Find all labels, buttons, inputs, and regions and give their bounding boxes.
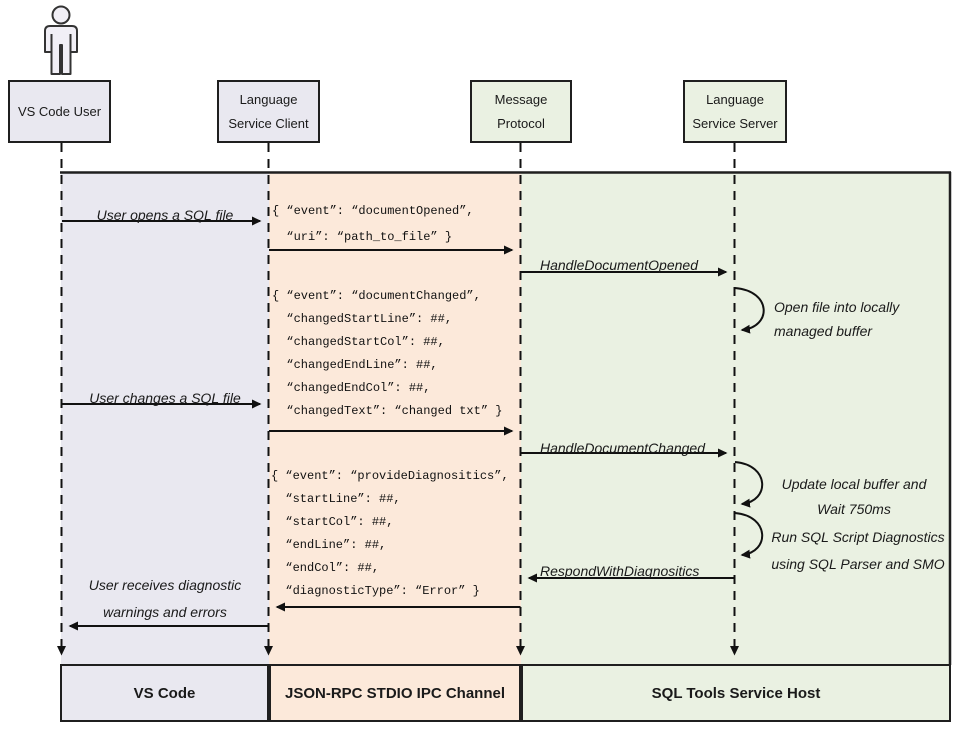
payload-line: “changedText”: “changed txt” } bbox=[272, 404, 503, 418]
label-update-buffer-note: Update local buffer and Wait 750ms bbox=[765, 472, 943, 522]
actor-label: Message bbox=[494, 91, 548, 107]
label-handle-document-opened: HandleDocumentOpened bbox=[540, 257, 698, 273]
user-actor-icon bbox=[44, 5, 78, 75]
lane-label: JSON-RPC STDIO IPC Channel bbox=[284, 684, 506, 702]
lane-band-jsonrpc bbox=[269, 173, 521, 665]
payload-line: “changedEndLine”: ##, bbox=[272, 358, 438, 372]
actor-label: Protocol bbox=[497, 115, 545, 131]
payload-line: “endCol”: ##, bbox=[271, 561, 380, 575]
label-line: using SQL Parser and SMO bbox=[771, 556, 945, 572]
label-line: User receives diagnostic bbox=[88, 577, 242, 593]
actor-box-language-service-server: Language Service Server bbox=[683, 80, 787, 143]
actor-box-message-protocol: Message Protocol bbox=[470, 80, 572, 143]
label-run-diagnostics-note: Run SQL Script Diagnostics using SQL Par… bbox=[768, 524, 948, 578]
payload-document-opened: { “event”: “documentOpened”, “uri”: “pat… bbox=[272, 198, 474, 250]
payload-line: “startCol”: ##, bbox=[271, 515, 394, 529]
payload-line: { “event”: “provideDiagnositics”, bbox=[271, 469, 509, 483]
label-open-file-note: Open file into locally managed buffer bbox=[774, 295, 899, 343]
label-line: Open file into locally bbox=[774, 299, 900, 315]
label-user-changes: User changes a SQL file bbox=[89, 390, 241, 406]
lane-label: VS Code bbox=[133, 684, 196, 702]
lane-label: SQL Tools Service Host bbox=[651, 684, 821, 702]
label-handle-document-changed: HandleDocumentChanged bbox=[540, 440, 705, 456]
actor-label: Service Server bbox=[692, 115, 778, 131]
payload-line: “startLine”: ##, bbox=[271, 492, 401, 506]
label-line: managed buffer bbox=[774, 323, 873, 339]
payload-line: { “event”: “documentOpened”, bbox=[272, 204, 474, 218]
payload-line: “changedEndCol”: ##, bbox=[272, 381, 431, 395]
payload-document-changed: { “event”: “documentChanged”, “changedSt… bbox=[272, 285, 502, 423]
label-line: warnings and errors bbox=[103, 604, 227, 620]
actor-box-language-service-client: Language Service Client bbox=[217, 80, 320, 143]
actor-label: Language bbox=[706, 91, 764, 107]
payload-line: { “event”: “documentChanged”, bbox=[272, 289, 481, 303]
lane-band-sqltools bbox=[521, 173, 951, 665]
payload-line: “uri”: “path_to_file” } bbox=[272, 230, 453, 244]
payload-line: “changedStartLine”: ##, bbox=[272, 312, 453, 326]
actor-label: Language bbox=[239, 91, 298, 107]
payload-line: “endLine”: ##, bbox=[271, 538, 387, 552]
actor-box-vscode-user: VS Code User bbox=[8, 80, 111, 143]
payload-provide-diagnostics: { “event”: “provideDiagnositics”, “start… bbox=[271, 465, 509, 603]
payload-line: “diagnosticType”: “Error” } bbox=[271, 584, 480, 598]
label-user-opens: User opens a SQL file bbox=[96, 207, 234, 223]
label-line: Run SQL Script Diagnostics bbox=[771, 529, 945, 545]
actor-label: Service Client bbox=[228, 115, 309, 131]
label-respond-with-diagnostics: RespondWithDiagnositics bbox=[540, 563, 700, 579]
label-user-receives: User receives diagnostic warnings and er… bbox=[60, 572, 270, 626]
payload-line: “changedStartCol”: ##, bbox=[272, 335, 445, 349]
lane-box-vscode: VS Code bbox=[60, 664, 269, 722]
lane-box-jsonrpc-channel: JSON-RPC STDIO IPC Channel bbox=[269, 664, 521, 722]
lane-band-vscode bbox=[61, 173, 269, 665]
lane-box-sqltools-host: SQL Tools Service Host bbox=[521, 664, 951, 722]
label-line: Update local buffer and bbox=[781, 476, 927, 492]
actor-label: VS Code User bbox=[17, 103, 102, 119]
label-line: Wait 750ms bbox=[817, 501, 891, 517]
